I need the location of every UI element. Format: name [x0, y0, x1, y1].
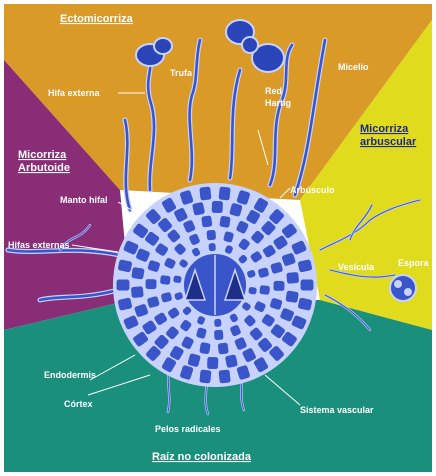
root-cell: [218, 369, 231, 384]
title-raiz-no-colonizada: Raíz no colonizada: [152, 451, 252, 463]
root-cell: [159, 274, 171, 285]
label-red-hartig-1: Red: [265, 86, 282, 96]
root-cell: [286, 271, 300, 284]
label-espora: Espora: [398, 258, 430, 268]
root-cell: [199, 341, 212, 355]
title-ectomicorriza: Ectomicorriza: [60, 13, 134, 25]
label-cortex: Córtex: [64, 399, 93, 409]
root-cell: [199, 369, 212, 384]
root-cell: [297, 297, 313, 312]
root-cell: [257, 267, 270, 279]
root-cell: [206, 229, 217, 241]
label-arbusculo: Arbúsculo: [290, 185, 335, 195]
root-cell: [191, 201, 205, 216]
root-cell: [201, 215, 213, 228]
root-cell: [131, 266, 146, 280]
root-cell: [285, 290, 300, 304]
root-cell: [213, 318, 222, 328]
root-cell: [213, 329, 224, 341]
label-red-hartig-2: Hartig: [265, 98, 291, 108]
root-cell: [208, 242, 217, 252]
label-micelio: Micelio: [338, 62, 369, 72]
label-endodermis: Endodermis: [44, 370, 96, 380]
root-cell: [207, 356, 219, 369]
root-cell: [217, 342, 229, 355]
root-cell: [297, 259, 313, 274]
root-cell: [116, 279, 130, 291]
label-trufa: Trufa: [170, 68, 193, 78]
root-cell: [248, 286, 258, 295]
label-manto-hifal: Manto hifal: [60, 195, 108, 205]
root-cell: [300, 279, 314, 291]
title-arbuscular-2: arbuscular: [360, 136, 417, 148]
root-cell: [117, 259, 133, 274]
root-cell: [130, 286, 144, 299]
title-arbutoide-1: Micorriza: [18, 149, 67, 161]
root-cell: [273, 280, 285, 291]
root-cell: [259, 284, 271, 295]
root-cross-section: [113, 183, 317, 387]
root-cell: [224, 354, 238, 369]
root-cell: [145, 279, 157, 290]
root-cell: [269, 261, 284, 275]
root-cell: [211, 200, 223, 213]
root-cell: [199, 186, 212, 201]
label-vesicula: Vesícula: [338, 262, 375, 272]
label-sistema-vascular: Sistema vascular: [300, 405, 374, 415]
title-arbutoide-2: Arbutoide: [18, 162, 70, 174]
root-cell: [172, 275, 182, 284]
root-cell: [146, 295, 161, 309]
label-pelos-radicales: Pelos radicales: [155, 424, 221, 434]
label-hifas-externas: Hifas externas: [8, 240, 70, 250]
root-cell: [117, 297, 133, 312]
root-cell: [218, 186, 231, 201]
title-arbuscular-1: Micorriza: [360, 123, 409, 135]
label-hifa-externa: Hifa externa: [48, 88, 101, 98]
root-cell: [160, 291, 173, 303]
root-cell: [219, 215, 232, 229]
